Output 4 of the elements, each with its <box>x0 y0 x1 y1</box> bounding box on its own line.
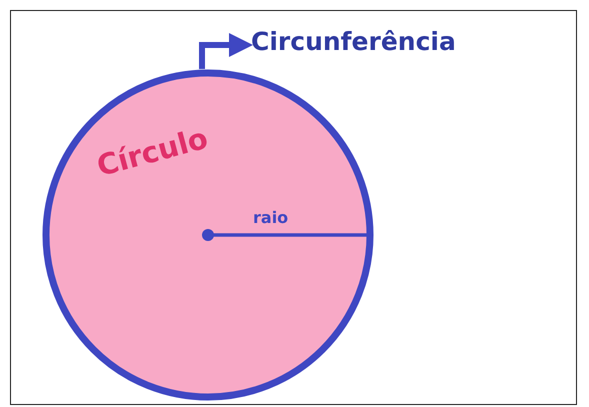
radius-label: raio <box>253 208 288 227</box>
arrow <box>199 33 253 69</box>
circle-label: Círculo <box>93 120 212 183</box>
circumference-label: Circunferência <box>251 27 456 56</box>
